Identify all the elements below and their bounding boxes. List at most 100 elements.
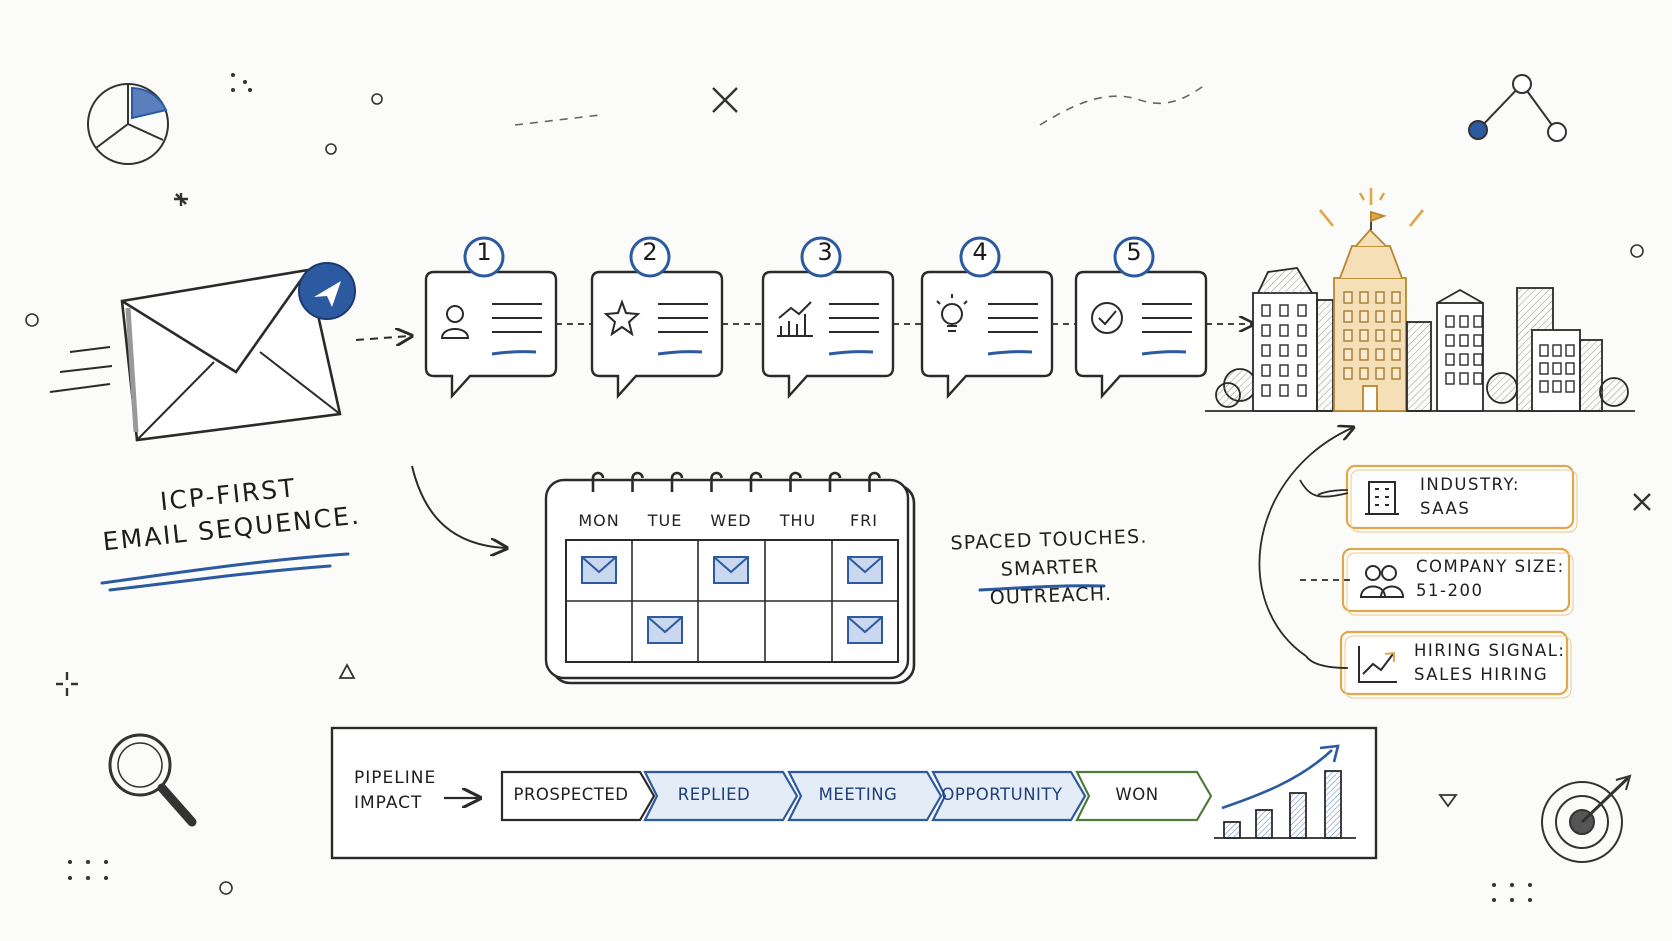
calendar-day-mon: MON (578, 511, 620, 530)
checkmark-icon (1091, 302, 1124, 334)
building-window (1297, 324, 1307, 337)
calendar-day-fri: FRI (849, 511, 879, 530)
building-window (1391, 310, 1401, 323)
building-window (1359, 348, 1369, 361)
building-window (1343, 310, 1353, 323)
star-icon (603, 299, 641, 337)
step-card-1 (424, 236, 558, 400)
step-card-5 (1074, 236, 1208, 400)
building-window (1552, 380, 1562, 393)
pipeline-stages (500, 770, 1213, 822)
step-bubble (1074, 270, 1208, 400)
building-window (1297, 344, 1307, 357)
building-window (1261, 364, 1271, 377)
attribute-industry: INDUSTRY: SAAS (1420, 473, 1520, 521)
building-window (1375, 367, 1385, 380)
building-window (1359, 291, 1369, 304)
step-number-5: 5 (1126, 238, 1142, 266)
step-number-4: 4 (972, 238, 988, 266)
calendar-day-tue: TUE (647, 511, 683, 530)
calendar-email-icon (847, 556, 883, 584)
step-bubble (424, 270, 558, 400)
step-accent-line (491, 350, 537, 356)
step-accent-line (1141, 350, 1187, 356)
step-accent-line (657, 350, 703, 356)
attribute-company-size: COMPANY SIZE: 51-200 (1416, 555, 1565, 603)
pipeline-label: PIPELINE IMPACT (354, 766, 436, 816)
building-window (1375, 310, 1385, 323)
step-card-4 (920, 236, 1054, 400)
stage-won: WON (1115, 785, 1159, 804)
step-accent-line (987, 350, 1033, 356)
building-window (1391, 291, 1401, 304)
attribute-card-2 (1341, 547, 1574, 616)
step-number-circle (959, 236, 1001, 278)
decor-dots-icon (68, 73, 1532, 902)
tagline: SPACED TOUCHES. SMARTER OUTREACH. (944, 522, 1157, 613)
building-window (1375, 348, 1385, 361)
step-number-2: 2 (642, 238, 658, 266)
people-icon (1359, 565, 1405, 598)
attribute-industry-label: INDUSTRY: (1420, 475, 1520, 494)
step-number-circle (1113, 236, 1155, 278)
decor-network-icon (1468, 74, 1567, 142)
pipeline-stage-chevron (787, 770, 943, 822)
attribute-industry-value: SAAS (1420, 499, 1471, 518)
building-window (1565, 362, 1575, 375)
calendar-email-icon (713, 556, 749, 584)
building-window (1391, 348, 1401, 361)
building-window (1391, 367, 1401, 380)
step-number-circle (463, 236, 505, 278)
decor-target-icon (1541, 774, 1632, 863)
building-window (1539, 380, 1549, 393)
building-icon (1365, 481, 1399, 515)
building-window (1473, 334, 1483, 347)
building-window (1359, 310, 1369, 323)
stage-meeting: MEETING (818, 785, 898, 804)
decor-small-circles-icon (25, 93, 1644, 895)
building-window (1359, 329, 1369, 342)
building-window (1343, 348, 1353, 361)
building-window (1279, 304, 1289, 317)
building-window (1539, 362, 1549, 375)
building-window (1375, 291, 1385, 304)
building-window (1297, 304, 1307, 317)
calendar-email-icon (581, 556, 617, 584)
decor-pie-chart-icon (87, 83, 169, 165)
pipeline-stage-chevron (500, 770, 656, 822)
step-number-circle (629, 236, 671, 278)
tagline-line-2: SMARTER OUTREACH. (989, 555, 1113, 610)
buildings-illustration (1205, 188, 1635, 412)
trend-chart-icon (1358, 646, 1397, 683)
step-bubble (920, 270, 1054, 400)
building-window (1445, 372, 1455, 385)
attribute-card-1 (1345, 464, 1578, 533)
building-window (1459, 372, 1469, 385)
calendar-ring (670, 471, 684, 492)
send-icon (298, 262, 356, 320)
lightbulb-icon (936, 294, 968, 332)
attribute-connectors (1258, 428, 1352, 669)
step-accent-line (828, 350, 874, 356)
calendar-emails (581, 556, 883, 644)
calendar-ring (591, 471, 605, 492)
building-window (1279, 344, 1289, 357)
building-window (1565, 380, 1575, 393)
stage-prospected: PROSPECTED (513, 785, 629, 804)
calendar-email-icon (647, 616, 683, 644)
envelope-icon (49, 268, 342, 442)
sequence-steps (424, 236, 1252, 400)
building-window (1473, 372, 1483, 385)
pipeline-stage-chevron (643, 770, 799, 822)
title-underline (100, 552, 350, 592)
arrow-to-calendar (411, 465, 505, 548)
building-window (1445, 315, 1455, 328)
building-window (1375, 329, 1385, 342)
building-window (1343, 291, 1353, 304)
building-window (1343, 329, 1353, 342)
building-windows (1261, 291, 1575, 397)
attribute-company-size-value: 51-200 (1416, 581, 1484, 600)
step-number-circle (800, 236, 842, 278)
decor-dashes-icon (514, 84, 1206, 126)
